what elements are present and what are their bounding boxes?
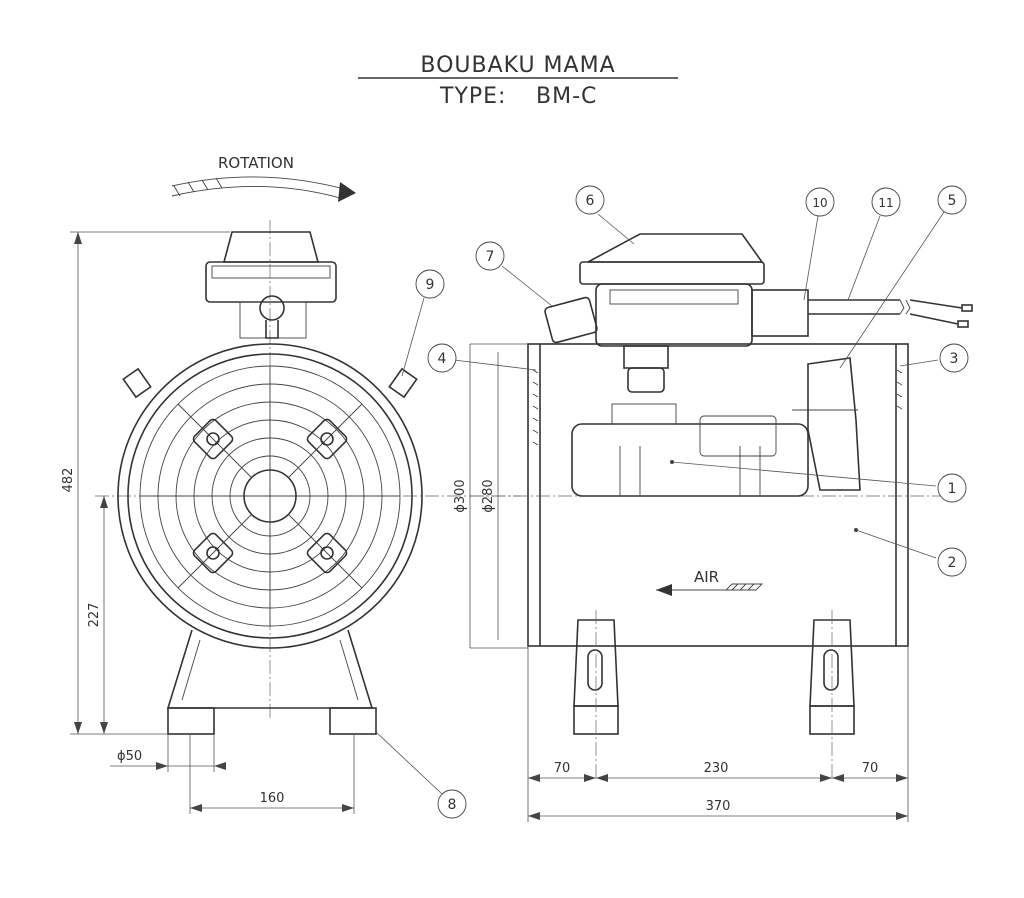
title-block: BOUBAKU MAMA TYPE: BM-C: [358, 53, 678, 109]
impeller-blade: [807, 357, 861, 491]
dim-phi50: ϕ50: [117, 749, 142, 764]
rotation-arrow-head: [338, 182, 356, 202]
drawing-title: BOUBAKU MAMA: [420, 53, 615, 78]
callout-9: 9: [426, 277, 435, 293]
air-label: AIR: [694, 568, 719, 586]
side-dimensions: ϕ300 ϕ280 70 230 70 370: [453, 343, 909, 822]
callout-7: 7: [486, 249, 495, 265]
dim-227: 227: [87, 603, 102, 628]
type-label: TYPE:: [439, 84, 506, 109]
motor-body: [571, 423, 809, 497]
dim-phi300: ϕ300: [453, 479, 468, 512]
front-dimensions: 482 227 ϕ50 160: [61, 231, 355, 814]
side-junction-box-lid: [587, 233, 764, 263]
callout-11: 11: [878, 196, 893, 210]
rotation-hatch: [173, 177, 223, 197]
dim-160: 160: [260, 791, 285, 806]
cable-entry: [751, 289, 809, 337]
side-casing: [527, 343, 909, 647]
side-junction-box-body: [595, 283, 753, 347]
dim-230: 230: [704, 761, 729, 776]
front-right-foot: [329, 707, 377, 735]
dim-482: 482: [61, 468, 76, 493]
callout-8: 8: [448, 797, 457, 813]
guard-spokes: [140, 366, 400, 626]
motor-mount-bolts: [192, 418, 348, 574]
air-hatch: [724, 583, 764, 591]
rotation-label: ROTATION: [218, 154, 294, 172]
front-stand: [166, 629, 374, 709]
switch-fitting: [544, 296, 598, 344]
side-view: AIR: [470, 233, 973, 778]
dim-70-right: 70: [862, 761, 879, 776]
dim-phi280: ϕ280: [481, 479, 496, 512]
callout-1: 1: [948, 481, 957, 497]
front-left-foot: [167, 707, 215, 735]
callouts: 1 2 3 4 5 6 7 8 9 10: [375, 185, 969, 819]
cable: [808, 299, 900, 315]
callout-4: 4: [438, 351, 447, 367]
rotation-indicator: ROTATION: [171, 154, 356, 202]
cable-gland: [259, 295, 285, 321]
dim-70-left: 70: [554, 761, 571, 776]
rotation-arc: [171, 176, 349, 191]
front-view: [95, 220, 520, 735]
front-junction-box-lid: [222, 231, 320, 263]
callout-10: 10: [812, 196, 827, 210]
right-lug: [388, 367, 418, 399]
dim-370: 370: [706, 799, 731, 814]
side-leg-left: [573, 619, 619, 735]
callout-5: 5: [948, 193, 957, 209]
guard-mesh: [532, 369, 903, 446]
front-inner-casing: [127, 353, 413, 639]
callout-6: 6: [586, 193, 595, 209]
air-arrow-head: [656, 584, 672, 596]
type-value: BM-C: [536, 84, 597, 109]
callout-3: 3: [950, 351, 959, 367]
callout-2: 2: [948, 555, 957, 571]
left-lug: [122, 367, 152, 399]
front-outer-casing: [117, 343, 423, 649]
